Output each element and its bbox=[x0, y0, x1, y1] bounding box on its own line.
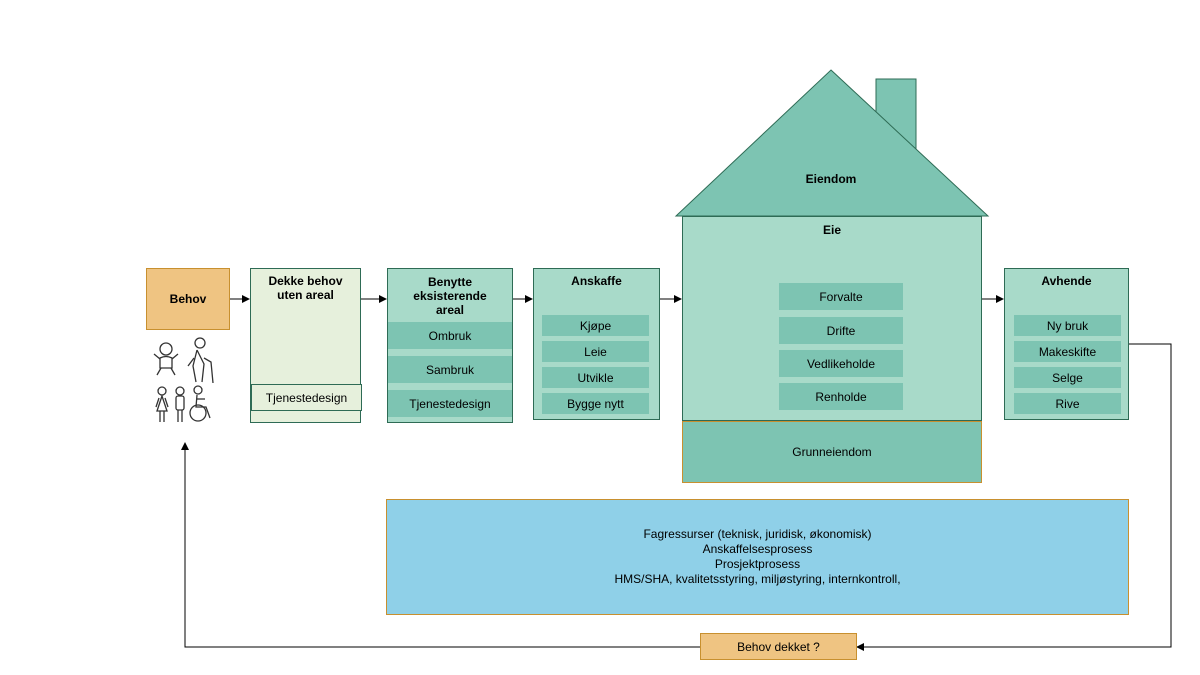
benytte-item-tjenestedesign: Tjenestedesign bbox=[388, 390, 512, 417]
info-line-anskaffelsesprosess: Anskaffelsesprosess bbox=[702, 542, 813, 556]
behov-label: Behov bbox=[169, 292, 207, 306]
behov-box: Behov bbox=[146, 268, 230, 330]
avhende-item-makeskifte: Makeskifte bbox=[1014, 341, 1121, 362]
avhende-item-rive: Rive bbox=[1014, 393, 1121, 414]
dekke-box: Dekke behov uten areal Tjenestedesign bbox=[250, 268, 362, 423]
benytte-box: Benytte eksisterende areal Ombruk Sambru… bbox=[387, 268, 513, 423]
grunneiendom-label: Grunneiendom bbox=[792, 445, 872, 459]
behov-dekket-label: Behov dekket ? bbox=[737, 639, 820, 654]
house-roof-label: Eiendom bbox=[805, 172, 857, 186]
anskaffe-item-kjope: Kjøpe bbox=[542, 315, 649, 336]
avhende-title: Avhende bbox=[1041, 274, 1092, 288]
avhende-box: Avhende Ny bruk Makeskifte Selge Rive bbox=[1004, 268, 1129, 420]
eie-title: Eie bbox=[822, 223, 841, 237]
baby-icon bbox=[153, 342, 179, 376]
man-icon bbox=[175, 386, 185, 422]
anskaffe-item-leie: Leie bbox=[542, 341, 649, 362]
avhende-item-ny-bruk: Ny bruk bbox=[1014, 315, 1121, 336]
eie-box: Eie Forvalte Drifte Vedlikeholde Renhold… bbox=[682, 216, 982, 421]
benytte-item-sambruk: Sambruk bbox=[388, 356, 512, 383]
eie-item-drifte: Drifte bbox=[779, 317, 903, 344]
info-line-hms: HMS/SHA, kvalitetsstyring, miljøstyring,… bbox=[614, 572, 901, 586]
anskaffe-item-utvikle: Utvikle bbox=[542, 367, 649, 388]
wheelchair-user-icon bbox=[189, 385, 211, 422]
woman-icon bbox=[155, 386, 169, 422]
people-icons bbox=[153, 337, 214, 422]
anskaffe-box: Anskaffe Kjøpe Leie Utvikle Bygge nytt bbox=[533, 268, 660, 420]
dekke-title: Dekke behov uten areal bbox=[268, 274, 343, 302]
anskaffe-item-bygge-nytt: Bygge nytt bbox=[542, 393, 649, 414]
info-line-prosjektprosess: Prosjektprosess bbox=[714, 557, 801, 571]
eie-item-renholde: Renholde bbox=[779, 383, 903, 410]
benytte-title: Benytte eksisterende areal bbox=[413, 275, 487, 317]
grunneiendom-box: Grunneiendom bbox=[682, 421, 982, 483]
behov-dekket-box: Behov dekket ? bbox=[700, 633, 857, 660]
eie-item-forvalte: Forvalte bbox=[779, 283, 903, 310]
anskaffe-title: Anskaffe bbox=[571, 274, 622, 288]
benytte-item-ombruk: Ombruk bbox=[388, 322, 512, 349]
avhende-item-selge: Selge bbox=[1014, 367, 1121, 388]
house-roof bbox=[674, 69, 990, 217]
arrow-avhende-to-feedback bbox=[856, 343, 1172, 651]
eie-item-vedlikeholde: Vedlikeholde bbox=[779, 350, 903, 377]
elderly-person-icon bbox=[187, 337, 214, 384]
arrow-feedback-to-behov bbox=[181, 442, 700, 648]
resources-info-box: Fagressurser (teknisk, juridisk, økonomi… bbox=[386, 499, 1129, 615]
dekke-item-tjenestedesign: Tjenestedesign bbox=[251, 384, 362, 411]
info-line-fagressurser: Fagressurser (teknisk, juridisk, økonomi… bbox=[643, 527, 872, 541]
